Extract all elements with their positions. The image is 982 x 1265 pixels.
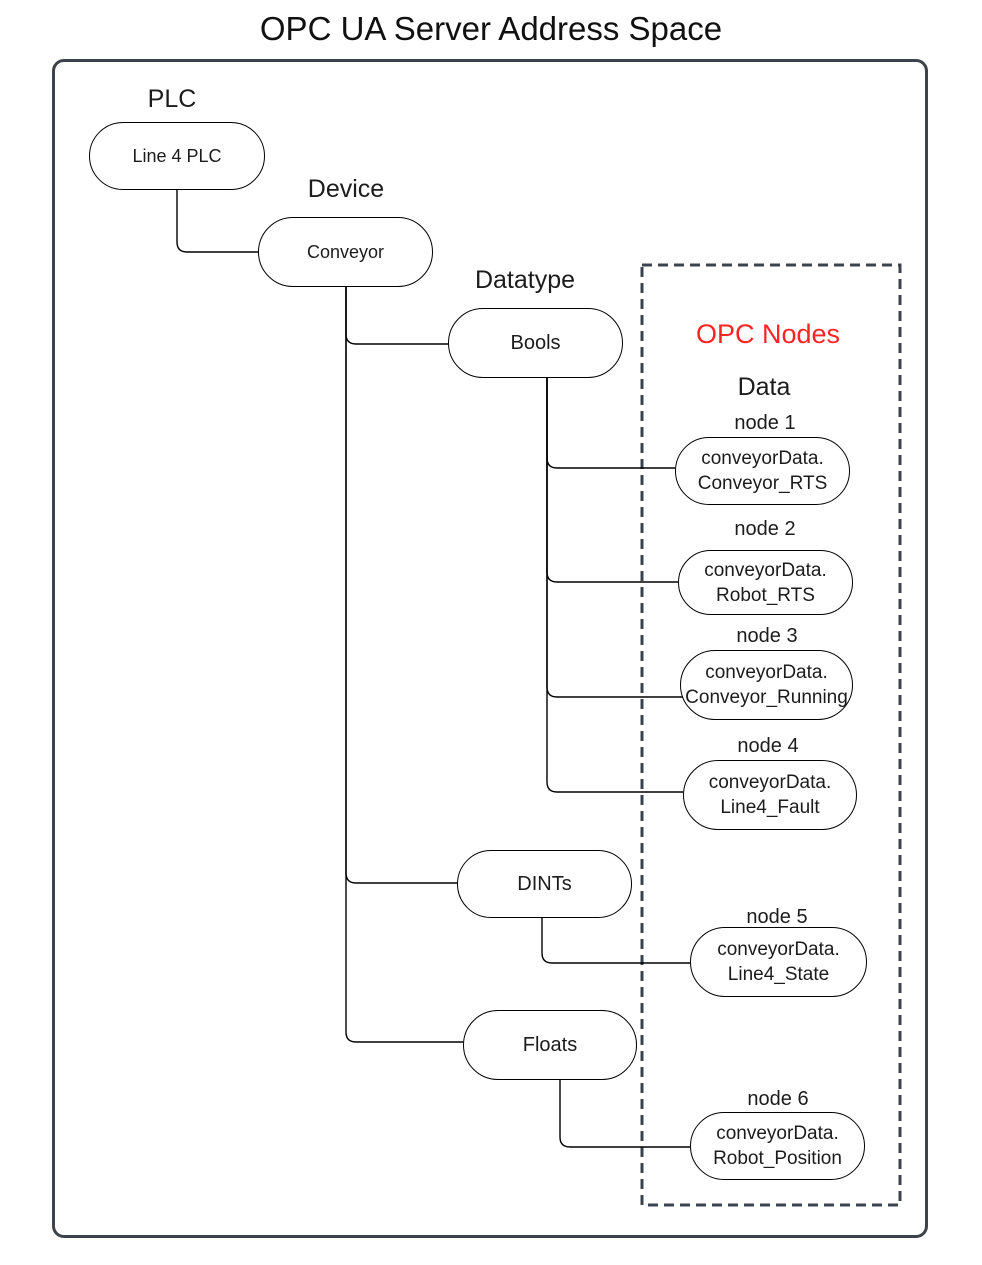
connector-conveyor-to-dints (345, 287, 457, 884)
opc-node5: conveyorData. Line4_State (690, 927, 867, 997)
connector-dints-to-node5 (541, 918, 690, 964)
node6-line1: conveyorData. (716, 1123, 839, 1144)
floats-label: Floats (522, 1033, 578, 1056)
connector-bools-to-node2 (546, 378, 678, 583)
opc-node2: conveyorData. Robot_RTS (678, 550, 853, 615)
node4-line2: Line4_Fault (720, 797, 820, 818)
node1-line2: Conveyor_RTS (697, 473, 828, 494)
device-node: Conveyor (258, 217, 433, 287)
connector-floats-to-node6 (559, 1080, 690, 1148)
node2-line1: conveyorData. (704, 559, 827, 581)
plc-node: Line 4 PLC (89, 122, 265, 190)
opc-node3: conveyorData. Conveyor_Running (680, 650, 853, 720)
connector-bools-to-node3 (546, 378, 690, 698)
dints-label: DINTs (517, 872, 572, 895)
datatype-node-floats: Floats (463, 1010, 637, 1080)
opc-node4: conveyorData. Line4_Fault (683, 760, 857, 830)
opc-nodes-dashed-boundary (640, 263, 902, 1207)
connector-plc-to-conveyor (176, 190, 258, 253)
bools-label: Bools (510, 331, 561, 354)
node3-line2: Conveyor_Running (685, 687, 848, 708)
datatype-section-label: Datatype (474, 266, 576, 294)
node2-caption: node 2 (734, 518, 796, 540)
datatype-node-dints: DINTs (457, 850, 632, 918)
data-section-label: Data (737, 373, 791, 401)
opc-node6: conveyorData. Robot_Position (690, 1112, 865, 1180)
node4-caption: node 4 (737, 735, 799, 757)
node1-caption: node 1 (734, 412, 796, 434)
datatype-node-bools: Bools (448, 308, 623, 378)
device-section-label: Device (307, 175, 385, 203)
node2-line2: Robot_RTS (716, 584, 815, 606)
node4-line1: conveyorData. (708, 772, 832, 793)
connector-conveyor-to-bools (345, 287, 448, 345)
node6-caption: node 6 (747, 1088, 809, 1110)
node3-caption: node 3 (736, 625, 798, 647)
connector-bools-to-node4 (546, 378, 683, 793)
opc-node1: conveyorData. Conveyor_RTS (675, 437, 850, 505)
opc-nodes-title: OPC Nodes (695, 319, 841, 349)
connector-bools-to-node1 (546, 378, 675, 469)
node6-line2: Robot_Position (713, 1148, 842, 1169)
connector-conveyor-to-floats (345, 287, 463, 1043)
node5-line2: Line4_State (727, 964, 830, 985)
node3-line1: conveyorData. (705, 662, 828, 683)
plc-section-label: PLC (147, 85, 197, 113)
address-space-boundary-box (52, 59, 928, 1238)
plc-node-label: Line 4 PLC (132, 145, 222, 166)
node5-caption: node 5 (746, 906, 808, 928)
node5-line1: conveyorData. (717, 939, 840, 960)
node1-line1: conveyorData. (701, 448, 824, 469)
diagram-title: OPC UA Server Address Space (259, 10, 723, 47)
device-node-label: Conveyor (306, 241, 385, 262)
